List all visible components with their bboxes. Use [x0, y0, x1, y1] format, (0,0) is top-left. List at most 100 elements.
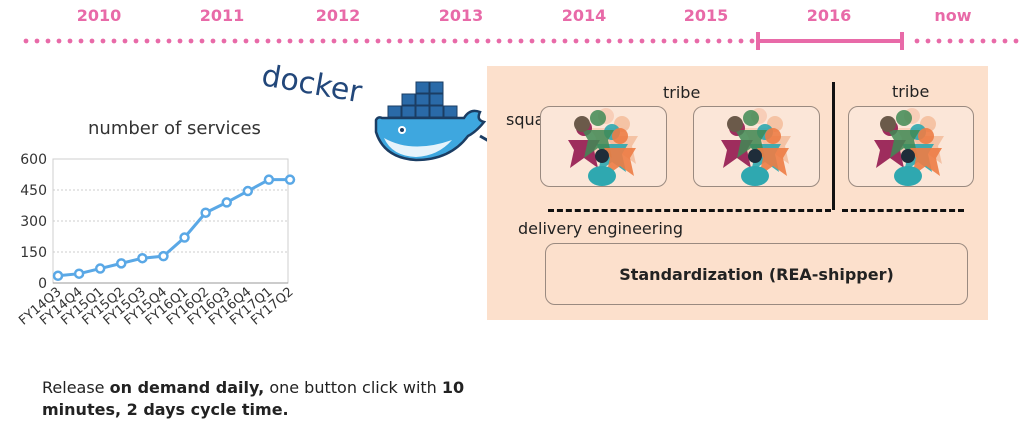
timeline-dot [155, 38, 161, 44]
timeline-dot [1002, 38, 1008, 44]
data-point [242, 185, 254, 197]
team-figures-icon [568, 108, 638, 186]
timeline-dot [320, 38, 326, 44]
timeline-dot [463, 38, 469, 44]
tribe-label-left: tribe [663, 83, 701, 102]
timeline-dot [606, 38, 612, 44]
timeline-dot [562, 38, 568, 44]
timeline-year: 2011 [199, 6, 245, 25]
timeline-dot [408, 38, 414, 44]
team-figures-icon [721, 108, 791, 186]
timeline-dot [56, 38, 62, 44]
timeline-dot [298, 38, 304, 44]
timeline-dot [540, 38, 546, 44]
y-tick-label: 300 [20, 214, 47, 230]
docker-whale-icon [374, 81, 495, 162]
timeline-dot [232, 38, 238, 44]
timeline-dot [34, 38, 40, 44]
timeline-dot [639, 38, 645, 44]
timeline-dot [628, 38, 634, 44]
standardization-label: Standardization (REA-shipper) [619, 264, 894, 284]
timeline-dot [89, 38, 95, 44]
delivery-engineering-label: delivery engineering [518, 219, 684, 238]
timeline-dot [309, 38, 315, 44]
timeline-dot [166, 38, 172, 44]
y-tick-label: 600 [20, 152, 47, 168]
timeline-dot [276, 38, 282, 44]
series-line [57, 178, 290, 278]
timeline-year: 2010 [76, 6, 122, 25]
timeline-dot [474, 38, 480, 44]
timeline-dot [243, 38, 249, 44]
timeline-dot [1013, 38, 1019, 44]
y-tick-label: 450 [20, 183, 47, 199]
timeline-dot [67, 38, 73, 44]
timeline-dot [595, 38, 601, 44]
timeline-dot [914, 38, 920, 44]
timeline-dot [111, 38, 117, 44]
timeline-dot [210, 38, 216, 44]
timeline-dot [133, 38, 139, 44]
release-text-1: Release [42, 378, 110, 397]
timeline-year: 2016 [806, 6, 852, 25]
timeline-dot [694, 38, 700, 44]
timeline-dot [364, 38, 370, 44]
tribe-label-right: tribe [892, 82, 930, 101]
y-tick-label: 0 [38, 276, 47, 292]
timeline-dot [936, 38, 942, 44]
timeline-dot [177, 38, 183, 44]
timeline-dot [441, 38, 447, 44]
standardization-box: Standardization (REA-shipper) [545, 243, 968, 305]
timeline-dot [507, 38, 513, 44]
timeline-dot [100, 38, 106, 44]
timeline-dot [254, 38, 260, 44]
data-point [284, 174, 296, 185]
data-point [73, 268, 85, 279]
tribe-divider [832, 82, 835, 210]
timeline-dot [738, 38, 744, 44]
timeline-dot [925, 38, 931, 44]
timeline-dot [419, 38, 425, 44]
timeline-dot [969, 38, 975, 44]
timeline-dot [265, 38, 271, 44]
timeline-dot [199, 38, 205, 44]
timeline-dot [397, 38, 403, 44]
timeline-dot [518, 38, 524, 44]
timeline-dot [342, 38, 348, 44]
timeline-dot [573, 38, 579, 44]
timeline-dot [496, 38, 502, 44]
timeline-dot [188, 38, 194, 44]
data-point [200, 207, 211, 218]
release-text-bold-1: on demand daily, [109, 378, 265, 397]
chart-title: number of services [88, 118, 261, 139]
release-text-2: one button click with [264, 378, 442, 397]
timeline-dot [122, 38, 128, 44]
timeline-dot [430, 38, 436, 44]
release-text-bold-2: 10 minutes, 2 days cycle time. [42, 378, 465, 419]
data-point [52, 270, 64, 282]
data-point [116, 258, 127, 269]
timeline-dot [529, 38, 535, 44]
timeline-track [23, 32, 1019, 50]
release-note: Release on demand daily, one button clic… [42, 377, 482, 421]
team-figures-icon [874, 108, 944, 186]
timeline-dot [672, 38, 678, 44]
timeline-dot [716, 38, 722, 44]
timeline-dot [386, 38, 392, 44]
y-tick-label: 150 [20, 245, 47, 261]
data-point [179, 232, 190, 243]
timeline-year: 2015 [683, 6, 729, 25]
data-point [137, 252, 148, 264]
data-point [158, 250, 169, 262]
timeline-dot [23, 38, 29, 44]
timeline-year: 2012 [315, 6, 361, 25]
timeline-dot [958, 38, 964, 44]
timeline-dot [584, 38, 590, 44]
timeline-dot [551, 38, 557, 44]
timeline-dot [375, 38, 381, 44]
delivery-divider-right [842, 209, 964, 212]
timeline-dot [144, 38, 150, 44]
timeline-dot [78, 38, 84, 44]
data-point [94, 263, 106, 274]
timeline-year: 2013 [438, 6, 484, 25]
